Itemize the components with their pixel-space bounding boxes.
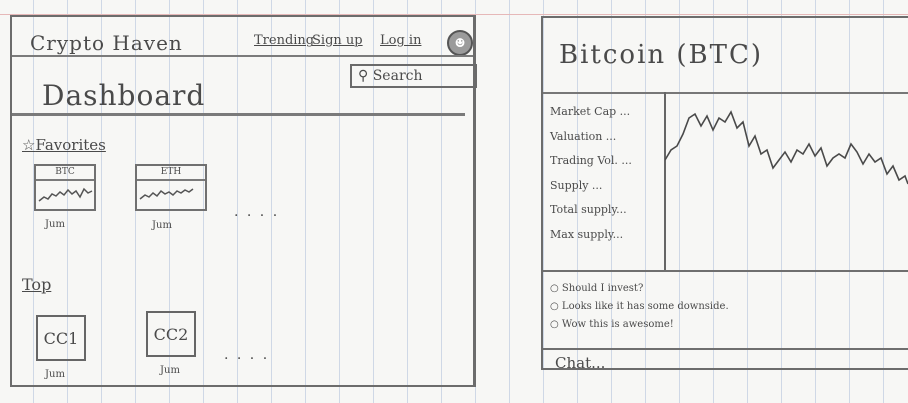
magnifier-icon: ⚲ — [358, 68, 369, 84]
coin-title: Bitcoin (BTC) — [559, 40, 764, 70]
price-chart — [665, 110, 908, 185]
price-line — [665, 110, 908, 185]
smiley-avatar-icon: ☻ — [454, 36, 466, 50]
chart-divider — [543, 270, 908, 272]
title-divider — [543, 92, 908, 94]
title-divider — [12, 113, 465, 116]
favorites-more[interactable]: . . . . — [234, 204, 280, 220]
avatar[interactable]: ☻ — [447, 30, 473, 56]
top-navigation-bar: Crypto Haven Trending Sign up Log in ☻ — [12, 17, 473, 59]
circle-bullet-icon: ○ — [550, 319, 559, 330]
top-heading: Top — [22, 275, 52, 294]
star-icon: ☆ — [22, 136, 36, 154]
comment-item: ○ Wow this is awesome! — [550, 319, 674, 330]
favorite-card-caption: Jum — [152, 220, 172, 231]
stats-chart-divider — [664, 92, 666, 272]
stat-total-supply: Total supply... — [550, 203, 627, 216]
comment-item: ○ Should I invest? — [550, 283, 644, 294]
favorite-card-eth[interactable]: ETH — [135, 164, 207, 211]
paper-margin-line — [0, 14, 908, 15]
top-coin-caption: Jum — [45, 369, 65, 380]
comments-divider — [543, 348, 908, 350]
stat-valuation: Valuation ... — [550, 129, 617, 143]
page-title: Dashboard — [42, 79, 206, 112]
comment-item: ○ Looks like it has some downside. — [550, 301, 729, 312]
comments-list: ○ Should I invest? ○ Looks like it has s… — [550, 280, 729, 334]
top-coin-card[interactable]: CC1 — [36, 315, 86, 361]
top-more[interactable]: . . . . — [224, 347, 270, 363]
nav-link-signup[interactable]: Sign up — [312, 33, 363, 48]
search-box[interactable]: ⚲ Search — [350, 64, 477, 88]
top-coin-caption: Jum — [160, 365, 180, 376]
nav-divider — [12, 55, 473, 57]
dashboard-window: Crypto Haven Trending Sign up Log in ☻ ⚲… — [10, 15, 477, 387]
favorite-card-btc[interactable]: BTC — [34, 164, 96, 211]
top-coin-card[interactable]: CC2 — [146, 311, 196, 357]
stat-market-cap: Market Cap ... — [550, 105, 631, 118]
favorites-heading: ☆Favorites — [22, 136, 106, 154]
favorite-card-symbol: BTC — [36, 166, 94, 181]
search-label: Search — [372, 68, 423, 84]
mini-sparkline — [139, 188, 194, 200]
site-logo[interactable]: Crypto Haven — [30, 31, 183, 55]
nav-link-trending[interactable]: Trending — [254, 33, 315, 48]
nav-link-login[interactable]: Log in — [380, 33, 422, 48]
stat-supply: Supply ... — [550, 178, 603, 192]
stat-trading-volume: Trading Vol. ... — [550, 154, 632, 167]
chat-input[interactable]: Chat... — [555, 354, 606, 372]
coin-detail-window: Bitcoin (BTC) Market Cap ... Valuation .… — [541, 16, 908, 372]
favorite-card-symbol: ETH — [137, 166, 205, 181]
circle-bullet-icon: ○ — [550, 283, 559, 294]
coin-stats-list: Market Cap ... Valuation ... Trading Vol… — [550, 100, 664, 247]
circle-bullet-icon: ○ — [550, 301, 559, 312]
mini-sparkline — [38, 187, 93, 202]
stat-max-supply: Max supply... — [550, 227, 624, 241]
favorite-card-caption: Jum — [45, 219, 65, 230]
